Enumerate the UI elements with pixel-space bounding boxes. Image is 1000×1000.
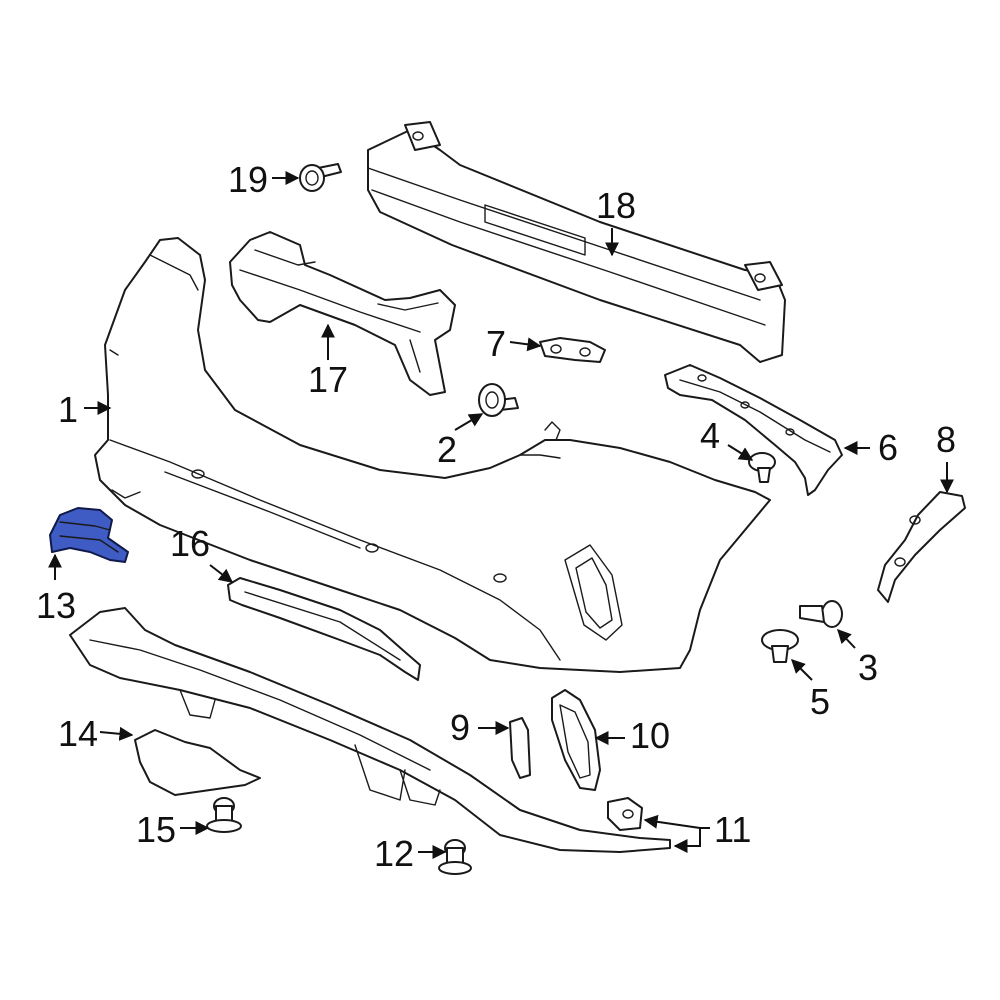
part-11-bracket[interactable] <box>607 797 643 831</box>
callout-10: 10 <box>630 715 670 756</box>
callout-15: 15 <box>136 809 176 850</box>
part-3-push-pin[interactable] <box>799 600 843 628</box>
part-2-screw[interactable] <box>478 383 519 417</box>
part-19-bolt[interactable] <box>299 163 342 192</box>
callout-11: 11 <box>714 809 751 850</box>
callout-1: 1 <box>58 389 78 430</box>
part-8-side-spacer[interactable] <box>877 491 966 603</box>
part-6-side-bracket[interactable] <box>664 364 843 496</box>
part-7-bracket[interactable] <box>539 337 606 363</box>
part-13-bracket-highlighted[interactable] <box>49 507 129 563</box>
callout-14: 14 <box>58 713 98 754</box>
callout-6: 6 <box>878 427 898 468</box>
callout-2: 2 <box>437 429 457 470</box>
callout-9: 9 <box>450 707 470 748</box>
callout-8: 8 <box>936 419 956 460</box>
callout-17: 17 <box>308 359 348 400</box>
part-12-fastener[interactable] <box>438 839 472 875</box>
callout-19: 19 <box>228 159 268 200</box>
part-1-bumper-cover[interactable] <box>94 237 771 673</box>
callout-18: 18 <box>596 185 636 226</box>
callout-labels: 1 2 3 4 5 6 7 8 9 10 11 12 13 14 15 16 1… <box>36 159 956 874</box>
callout-12: 12 <box>374 833 414 874</box>
part-18-impact-bar[interactable] <box>367 121 786 363</box>
part-4-clip[interactable] <box>748 452 776 483</box>
callout-16: 16 <box>170 523 210 564</box>
callout-7: 7 <box>486 323 506 364</box>
callout-13: 13 <box>36 585 76 626</box>
part-9-bracket[interactable] <box>509 717 531 779</box>
callout-4: 4 <box>700 415 720 456</box>
leader-lines <box>48 171 954 859</box>
callout-5: 5 <box>810 681 830 722</box>
part-5-clip[interactable] <box>761 629 799 663</box>
part-17-absorber[interactable] <box>229 231 456 396</box>
part-16-lower-strip[interactable] <box>227 577 421 681</box>
part-15-fastener[interactable] <box>206 797 242 833</box>
part-14-splash-guard[interactable] <box>134 729 261 796</box>
part-11-diffuser[interactable] <box>69 607 671 853</box>
part-10-reflector[interactable] <box>551 689 601 791</box>
callout-3: 3 <box>858 647 878 688</box>
